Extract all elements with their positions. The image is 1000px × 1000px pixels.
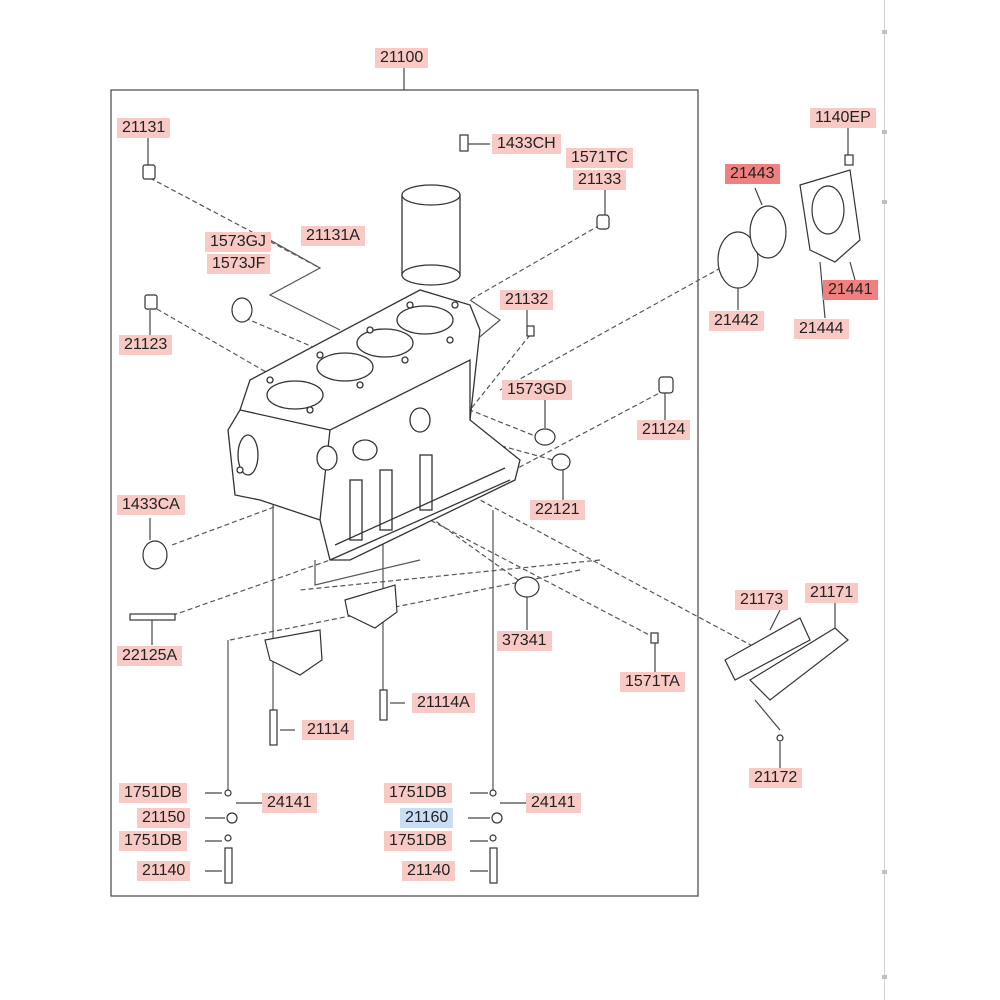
part-label-22125A[interactable]: 22125A [117, 646, 183, 666]
dowel-pin-1433CH [459, 134, 469, 152]
bolt-1140EP [844, 154, 854, 166]
plug-21123 [144, 294, 158, 310]
divider-mark [882, 130, 887, 134]
pin-1571TA [650, 632, 659, 644]
divider-mark [882, 30, 887, 34]
gasket-21173 [724, 617, 811, 681]
part-label-21131[interactable]: 21131 [117, 118, 171, 138]
part-label-21123[interactable]: 21123 [119, 335, 173, 355]
divider-mark [882, 975, 887, 979]
part-label-21444[interactable]: 21444 [794, 319, 849, 339]
seal-1433CA [142, 540, 168, 570]
plug-1573GJ [231, 297, 253, 323]
part-label-21140-left[interactable]: 21140 [137, 861, 191, 881]
part-label-21140-right[interactable]: 21140 [402, 861, 456, 881]
part-label-21172[interactable]: 21172 [749, 768, 803, 788]
part-label-1571TA[interactable]: 1571TA [620, 672, 685, 692]
part-label-1751DB-left-1[interactable]: 1751DB [119, 783, 187, 803]
part-label-21100[interactable]: 21100 [375, 48, 429, 68]
cylinder-block [227, 289, 521, 561]
part-label-1140EP[interactable]: 1140EP [810, 108, 876, 128]
plug-22121 [551, 453, 571, 471]
divider-mark [882, 200, 887, 204]
part-label-1751DB-left-2[interactable]: 1751DB [119, 831, 187, 851]
seal-21443 [749, 205, 787, 259]
part-label-22121[interactable]: 22121 [530, 500, 585, 520]
part-label-21124[interactable]: 21124 [637, 420, 691, 440]
part-label-1433CH[interactable]: 1433CH [492, 134, 561, 154]
part-label-1573GJ[interactable]: 1573GJ [205, 232, 272, 252]
oil-jet-21160 [491, 812, 503, 824]
part-label-37341[interactable]: 37341 [497, 631, 552, 651]
cover-21171 [749, 627, 849, 701]
bearing-cap-21114 [264, 629, 323, 676]
cylinder-bore-4 [396, 305, 454, 335]
oil-jet-21150 [226, 812, 238, 824]
part-label-1571TC[interactable]: 1571TC [566, 148, 633, 168]
part-label-24141-left[interactable]: 24141 [262, 793, 317, 813]
cylinder-bore-2 [316, 352, 374, 382]
page-divider-line [884, 0, 885, 1000]
bolt-21114A [379, 689, 388, 721]
plug-21133 [596, 214, 610, 230]
part-label-21441[interactable]: 21441 [823, 280, 878, 300]
plug-21131 [142, 164, 156, 180]
part-label-1751DB-right-1[interactable]: 1751DB [384, 783, 452, 803]
cylinder-liner [401, 184, 461, 286]
plug-1573GD [534, 428, 556, 446]
divider-mark [882, 870, 887, 874]
part-label-21133[interactable]: 21133 [573, 170, 627, 190]
part-label-21132[interactable]: 21132 [500, 290, 554, 310]
part-label-1751DB-right-2[interactable]: 1751DB [384, 831, 452, 851]
part-label-21173[interactable]: 21173 [735, 590, 789, 610]
bearing-cap-21114A [344, 584, 398, 629]
sleeve-37341 [514, 576, 540, 598]
part-label-1433CA[interactable]: 1433CA [117, 495, 185, 515]
part-label-21171[interactable]: 21171 [805, 583, 859, 603]
part-label-21150[interactable]: 21150 [137, 808, 191, 828]
part-label-1573GD[interactable]: 1573GD [502, 380, 572, 400]
stud-22125A [129, 613, 176, 621]
plug-21132 [526, 325, 535, 337]
bolt-21140-right [489, 847, 498, 884]
part-label-21160[interactable]: 21160 [400, 808, 454, 828]
bolt-21114 [269, 709, 278, 746]
cylinder-bore-3 [356, 328, 414, 358]
part-label-24141-right[interactable]: 24141 [526, 793, 581, 813]
part-label-1573JF[interactable]: 1573JF [207, 254, 271, 274]
part-label-21114A[interactable]: 21114A [412, 693, 475, 713]
cylinder-bore-1 [266, 380, 324, 410]
bolt-21172 [776, 734, 784, 742]
part-label-21442[interactable]: 21442 [709, 311, 764, 331]
part-label-21443[interactable]: 21443 [725, 164, 780, 184]
dowel-21124 [658, 376, 674, 394]
part-label-21131A[interactable]: 21131A [301, 226, 365, 246]
bolt-21140-left [224, 847, 233, 884]
part-label-21114[interactable]: 21114 [302, 720, 355, 740]
